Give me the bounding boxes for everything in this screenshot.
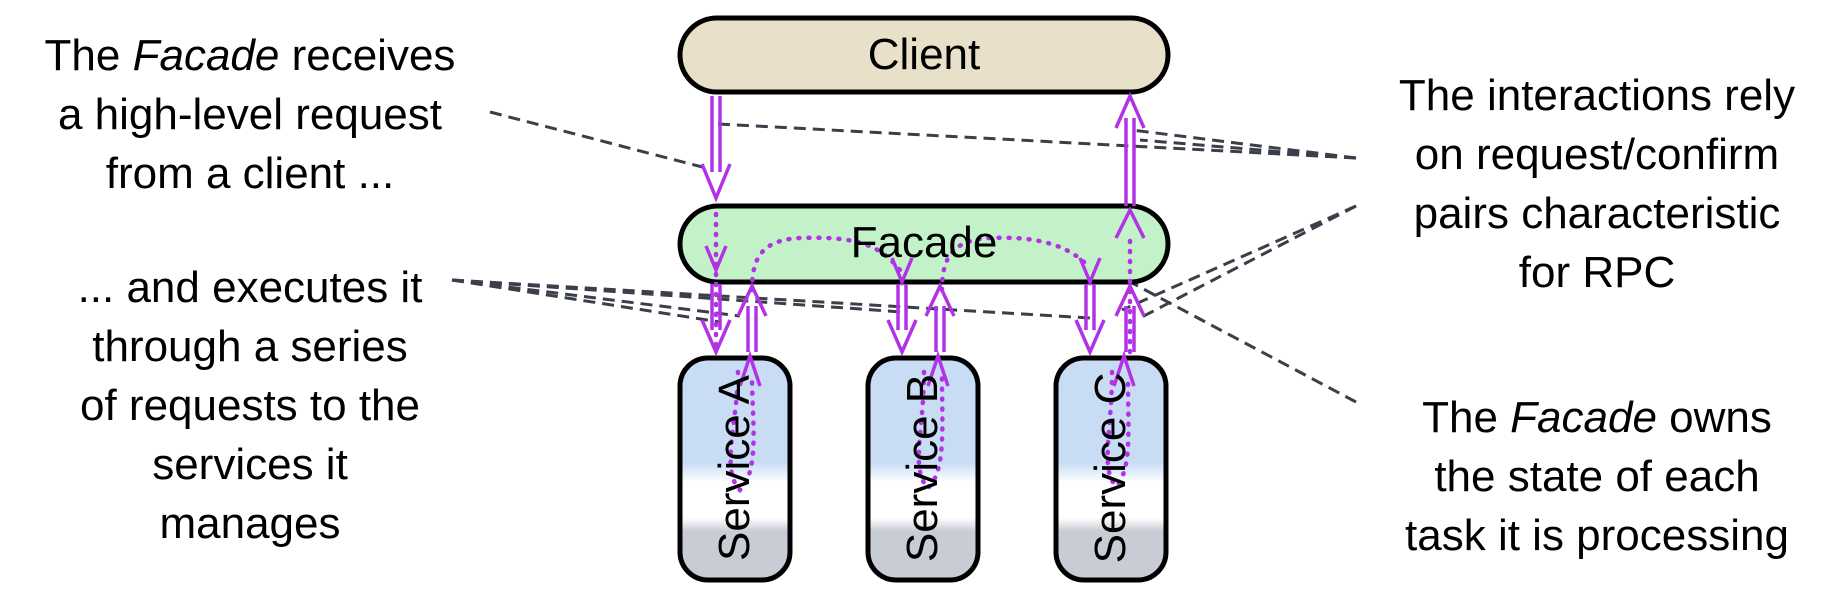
note-receive-line1: The Facade receives	[44, 31, 456, 80]
path-in-service-b	[916, 369, 945, 492]
path-in-service-a	[728, 369, 756, 494]
arrow-facade-a-down	[704, 245, 728, 275]
note-execute-line3: of requests to the	[80, 381, 420, 430]
note-interactions-line1: The interactions rely	[1398, 71, 1796, 120]
leader-execute-a2	[451, 278, 741, 318]
arrow-in-b-up	[926, 350, 950, 387]
leader-receive	[489, 110, 707, 170]
note-state-line1: The Facade owns	[1422, 393, 1772, 442]
note-interactions: The interactions rely on request/confirm…	[1356, 66, 1838, 302]
note-receive-line3: from a client ...	[105, 149, 395, 198]
arrow-facade-b-down	[890, 257, 914, 287]
arrow-in-a-up	[738, 350, 762, 387]
service-c-label: Service C	[1086, 372, 1135, 564]
leader-interactions-5	[1139, 204, 1357, 320]
leader-execute-c	[451, 278, 1091, 320]
arrow-client-facade-request	[700, 96, 732, 203]
client-box	[677, 15, 1171, 95]
note-executes: ... and executes it through a series of …	[0, 258, 500, 553]
note-interactions-line4: for RPC	[1518, 248, 1676, 297]
path-b-to-c	[939, 235, 1093, 293]
leader-interactions-3	[1139, 138, 1357, 160]
note-execute-line4: services it	[152, 440, 348, 489]
leader-interactions-4	[1121, 204, 1357, 312]
note-state-line3: task it is processing	[1405, 511, 1789, 560]
service-a-label: Service A	[710, 375, 759, 561]
facade-box	[677, 203, 1171, 285]
processing-paths	[713, 211, 1133, 494]
arrow-a-facade-confirm	[736, 281, 768, 352]
facade-label: Facade	[850, 218, 998, 267]
note-interactions-line3: pairs characteristic	[1413, 189, 1781, 238]
rpc-arrows	[700, 91, 1146, 387]
path-in-service-c	[1105, 369, 1131, 490]
service-c-box	[1053, 355, 1169, 583]
arrow-b-facade-confirm	[924, 281, 956, 352]
service-b-label: Service B	[898, 373, 947, 563]
arrow-facade-c-request	[1074, 284, 1106, 357]
arrow-facade-b-request	[886, 284, 918, 357]
path-a-to-b	[749, 235, 903, 293]
leader-interactions-1	[717, 122, 1357, 160]
leader-interactions-2	[1131, 128, 1357, 160]
service-b-box	[865, 355, 981, 583]
note-facade-receives: The Facade receives a high-level request…	[0, 26, 500, 203]
note-state-line2: the state of each	[1434, 452, 1760, 501]
arrow-c-facade-confirm	[1114, 281, 1146, 352]
client-label: Client	[867, 30, 981, 79]
note-execute-line2: through a series	[92, 322, 408, 371]
arrow-facade-a-request	[700, 284, 732, 357]
note-receive-line2: a high-level request	[57, 90, 442, 139]
arrow-facade-c-down	[1078, 257, 1102, 287]
note-facade-owns: The Facade owns the state of each task i…	[1356, 388, 1838, 565]
service-a-box	[677, 355, 793, 583]
note-execute-line1: ... and executes it	[77, 263, 423, 312]
arrow-facade-c-up	[1114, 206, 1146, 239]
arrow-facade-client-confirm	[1114, 91, 1146, 206]
note-execute-line5: manages	[159, 499, 341, 548]
arrow-in-c-up	[1112, 350, 1136, 387]
note-interactions-line2: on request/confirm	[1414, 130, 1780, 179]
